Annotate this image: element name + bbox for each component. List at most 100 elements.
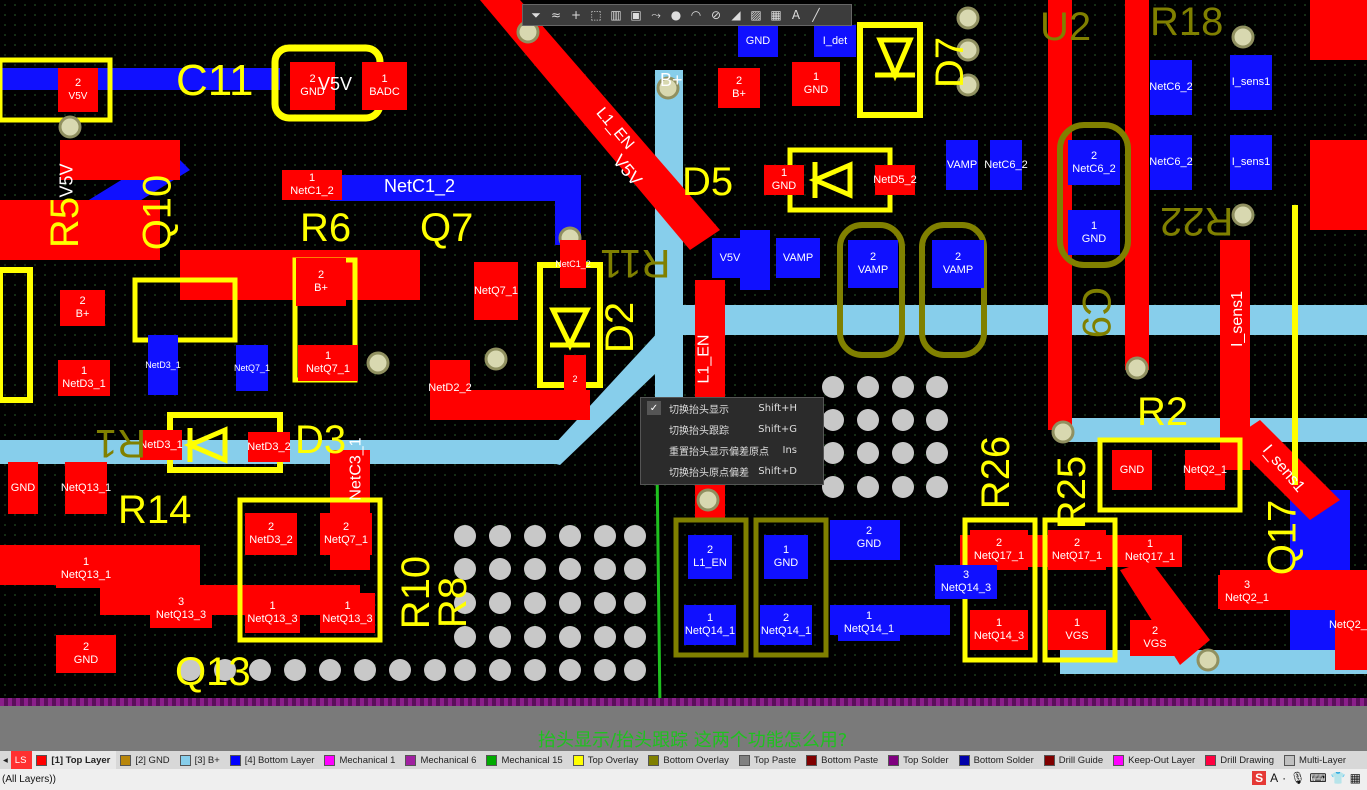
pin-icon[interactable]: ● (670, 8, 682, 22)
layer-tab[interactable]: Bottom Paste (802, 751, 884, 769)
pad[interactable]: I_sens1 (1230, 135, 1272, 190)
ime-logo-icon[interactable]: S (1252, 771, 1267, 785)
pad-icon[interactable]: ▦ (770, 8, 782, 22)
pad[interactable]: NetD3_1 (139, 430, 183, 460)
layer-tab[interactable]: Drill Drawing (1201, 751, 1280, 769)
pad[interactable]: NetQ7_1 (234, 345, 270, 391)
pad[interactable]: NetD5_2 (873, 165, 917, 195)
pad[interactable]: NetC6_2 (1149, 60, 1193, 115)
layer-tab[interactable]: Top Paste (735, 751, 802, 769)
select-rect-icon[interactable]: ⬚ (590, 8, 602, 22)
menu-item-toggle-heads-up-tracking[interactable]: 切换抬头跟踪 Shift+G (641, 419, 823, 440)
pad[interactable]: GND (8, 462, 38, 514)
layer-nav-icon[interactable]: ◂ (3, 754, 8, 766)
net-icon[interactable]: ⤳ (651, 7, 661, 22)
layer-tab[interactable]: Bottom Overlay (644, 751, 734, 769)
pad[interactable]: NetQ13_1 (61, 462, 111, 514)
layer-tab[interactable]: Drill Guide (1040, 751, 1109, 769)
pad[interactable]: NetD2_2 (428, 360, 472, 416)
keepout-icon[interactable]: ⊘ (710, 8, 722, 22)
pad[interactable]: NetQ2_1 (1183, 450, 1227, 490)
pad[interactable]: 2 (564, 355, 586, 403)
ime-grid-icon[interactable]: ▦ (1349, 771, 1361, 785)
ime-keyboard-icon[interactable]: ⌨ (1309, 771, 1327, 785)
layer-tab[interactable]: Top Overlay (569, 751, 645, 769)
arc-icon[interactable]: ◠ (690, 8, 702, 22)
layer-tab[interactable]: [2] GND (116, 751, 175, 769)
layer-tab[interactable]: [4] Bottom Layer (226, 751, 321, 769)
layer-tab[interactable]: Mechanical 1 (320, 751, 401, 769)
layer-tab[interactable]: Multi-Layer (1280, 751, 1352, 769)
line-icon[interactable]: ╱ (812, 8, 820, 22)
layer-tab[interactable]: [3] B+ (176, 751, 226, 769)
pad[interactable]: VAMP (776, 238, 820, 278)
pad[interactable]: VAMP (946, 140, 978, 190)
rect-icon[interactable]: ▨ (750, 8, 762, 22)
route-icon[interactable]: ≈ (550, 8, 562, 22)
layer-tab[interactable]: Top Solder (884, 751, 954, 769)
pad[interactable]: V5V (712, 238, 748, 278)
pad[interactable]: GND (738, 25, 778, 57)
menu-item-toggle-delta-origin[interactable]: 切换抬头原点偏差 Shift+D (641, 461, 823, 482)
chart-icon[interactable]: ▥ (610, 8, 622, 22)
layer-tab[interactable]: Bottom Solder (955, 751, 1040, 769)
pad[interactable]: NetD3_1 (145, 335, 181, 395)
pad[interactable]: I_det (814, 25, 856, 57)
ime-skin-icon[interactable]: 👕 (1330, 771, 1346, 785)
pad[interactable]: NetQ7_1 (474, 262, 518, 320)
pad[interactable]: NetD3_2 (247, 432, 291, 462)
pad[interactable]: NetC6_2 (984, 140, 1028, 190)
pad[interactable]: I_sens1 (1230, 55, 1272, 110)
ime-mic-icon[interactable]: 🎙 (1290, 771, 1306, 785)
pad[interactable]: GND (1112, 450, 1152, 490)
pad[interactable]: NetC1_2 (555, 240, 591, 288)
pad[interactable]: NetC6_2 (1149, 135, 1193, 190)
text-icon[interactable]: A (791, 8, 801, 22)
layer-tab[interactable]: Keep-Out Layer (1109, 751, 1201, 769)
ime-english-icon[interactable]: A (1270, 771, 1279, 785)
layer-tab[interactable]: [1] Top Layer (32, 751, 117, 769)
pad[interactable]: NetQ2_1 (1329, 580, 1367, 670)
layer-tab[interactable]: Mechanical 15 (482, 751, 568, 769)
ime-punctuation-icon[interactable]: · (1282, 771, 1287, 785)
component-icon[interactable]: ▣ (630, 8, 642, 22)
layer-set-button[interactable]: LS (10, 751, 33, 769)
menu-item-reset-delta-origin[interactable]: 重置抬头显示偏差原点 Ins (641, 440, 823, 461)
fill-icon[interactable]: ◢ (731, 8, 741, 22)
